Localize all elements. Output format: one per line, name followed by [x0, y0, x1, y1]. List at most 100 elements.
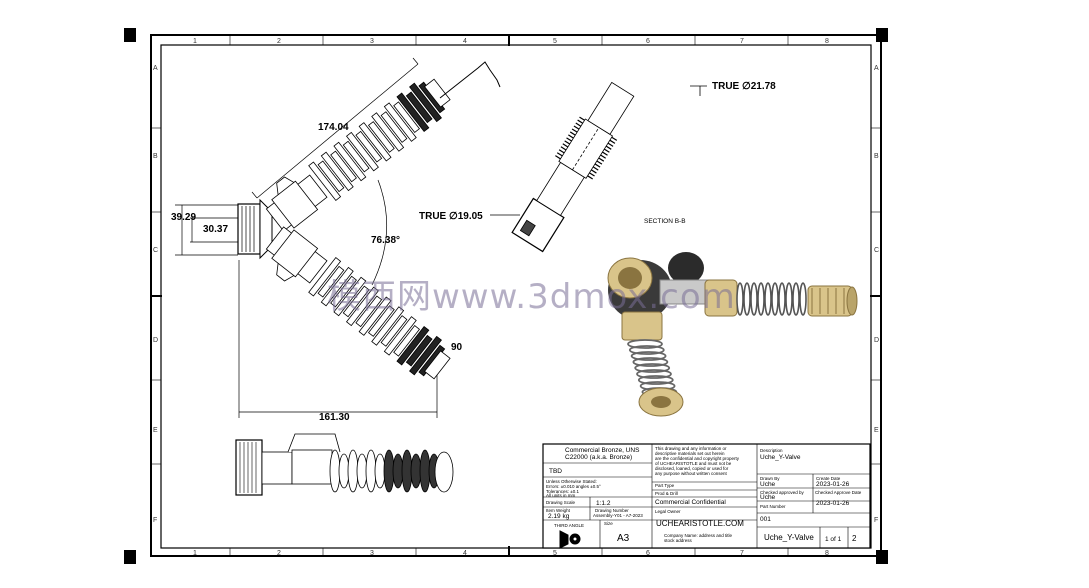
- description-value: Uche_Y-Valve: [760, 454, 801, 461]
- section-tooth: [602, 151, 608, 156]
- notes-line-3: Tolerances: ±0.1: [546, 489, 579, 494]
- zone-label-bottom: 3: [370, 550, 374, 557]
- zone-label-right: D: [874, 337, 879, 344]
- company-line-1: Company Name: address and title: [664, 533, 733, 538]
- bellows-rib: [380, 315, 408, 347]
- zone-ticks: [151, 35, 881, 556]
- sheet-size: A3: [617, 533, 630, 544]
- bellows-rib: [371, 306, 405, 346]
- side-bellows-rib: [374, 453, 386, 489]
- bellows-rib: [333, 141, 367, 182]
- revision: 2: [852, 534, 857, 543]
- legal-line-3: are the confidential and copyright prope…: [655, 456, 740, 461]
- sheet-count: 1 of 1: [825, 536, 842, 543]
- true-diameter-top: TRUE ∅21.78: [712, 81, 776, 92]
- zone-label-left: A: [153, 65, 158, 72]
- weight-value: 2.19 kg: [548, 513, 570, 520]
- legal-line-5: disclosed, loaned, copied or used for: [655, 466, 729, 471]
- zone-label-right: A: [874, 65, 879, 72]
- bellows-rib: [345, 131, 379, 172]
- side-bellows-rib: [365, 449, 377, 493]
- approve-date-value: 2023-01-26: [816, 500, 850, 507]
- bellows-rib: [383, 316, 417, 356]
- section-tooth: [569, 131, 576, 136]
- section-tooth: [592, 166, 599, 171]
- title-block: [542, 443, 871, 549]
- zone-label-top: 3: [370, 38, 374, 45]
- section-tooth: [589, 172, 595, 177]
- legal-line-4: of UCHEARISTOTLE and must not be: [655, 461, 732, 466]
- dim-width-bottom: 161.30: [319, 412, 350, 423]
- section-tooth: [594, 163, 601, 168]
- spring-coil: [636, 369, 672, 379]
- bellows-rib: [330, 150, 357, 183]
- zone-label-bottom: 8: [825, 550, 829, 557]
- side-bellows-rib: [401, 449, 413, 493]
- spring-coil: [792, 282, 800, 316]
- dim-height-inner: 30.37: [203, 224, 228, 235]
- zone-label-top: 6: [646, 38, 650, 45]
- spring-coil: [743, 282, 751, 316]
- bellows-rib: [342, 285, 370, 318]
- drawn-by-label: Drawn By: [760, 476, 780, 481]
- zone-label-top: 1: [193, 38, 197, 45]
- notes-line-4: All units in mm: [546, 493, 576, 498]
- section-tooth: [577, 119, 584, 124]
- bellows-rib: [367, 305, 395, 337]
- section-tooth: [603, 148, 610, 153]
- checked-by-value: Uche: [760, 494, 776, 501]
- bellows-rib: [383, 102, 417, 142]
- section-tooth: [609, 139, 616, 144]
- section-tooth: [598, 157, 605, 162]
- bellows-rib: [405, 334, 433, 367]
- isometric-view: [607, 252, 858, 417]
- drawing-number-label: Drawing Number: [595, 508, 629, 513]
- section-tooth: [560, 146, 567, 151]
- side-bellows-rib: [410, 453, 422, 489]
- material-sub: TBD: [549, 468, 562, 475]
- approve-date-label: Checked Approve Date: [815, 490, 862, 495]
- bellows-rib: [355, 130, 383, 163]
- bellows-rib: [317, 265, 345, 298]
- zone-label-bottom: 4: [463, 550, 467, 557]
- section-b-b-view: [490, 81, 707, 253]
- bellows-rib: [308, 161, 342, 201]
- drawing-scale-label: Drawing Scale: [546, 500, 576, 505]
- drawn-by-value: Uche: [760, 481, 776, 488]
- weight-label: Item Weight: [546, 508, 571, 513]
- zone-label-left: B: [153, 153, 158, 160]
- section-tooth: [575, 122, 582, 127]
- zone-label-left: C: [153, 247, 158, 254]
- section-tooth: [587, 175, 594, 180]
- material-line-1: Commercial Bronze, UNS: [565, 447, 640, 454]
- section-label: SECTION B-B: [644, 218, 686, 225]
- section-tooth: [600, 154, 606, 159]
- watermark: 模西网www.3dmox.com: [327, 277, 736, 317]
- checked-by-label: Checked approved by: [760, 490, 805, 495]
- legal-line-2: descriptive materials set out herein: [655, 451, 725, 456]
- bellows-rib: [405, 91, 433, 124]
- side-bellows-rib: [347, 449, 359, 493]
- part-type-value: Prod & Drill: [655, 491, 678, 496]
- part-number-label: Part Number: [760, 504, 786, 509]
- spring-coil: [757, 282, 765, 316]
- side-bellows-rib: [383, 449, 395, 493]
- bellows-rib: [330, 275, 357, 308]
- true-diameter-mid: TRUE ∅19.05: [419, 211, 483, 222]
- drawing-scale-value: 1:1.2: [596, 500, 611, 507]
- section-tooth: [564, 140, 571, 145]
- section-tooth: [562, 143, 569, 148]
- zone-label-bottom: 5: [553, 550, 557, 557]
- bellows-rib: [396, 325, 430, 366]
- bellows-rib: [409, 335, 442, 376]
- third-angle-projection-icon: [559, 530, 581, 549]
- notes-line-2: Errors: ±0.010 angles ±0.5°: [546, 484, 601, 489]
- bellows-rib: [367, 121, 395, 153]
- create-date-label: Create Date: [816, 476, 841, 481]
- dimension-lines: [175, 57, 438, 418]
- dim-partial: 90: [451, 342, 463, 353]
